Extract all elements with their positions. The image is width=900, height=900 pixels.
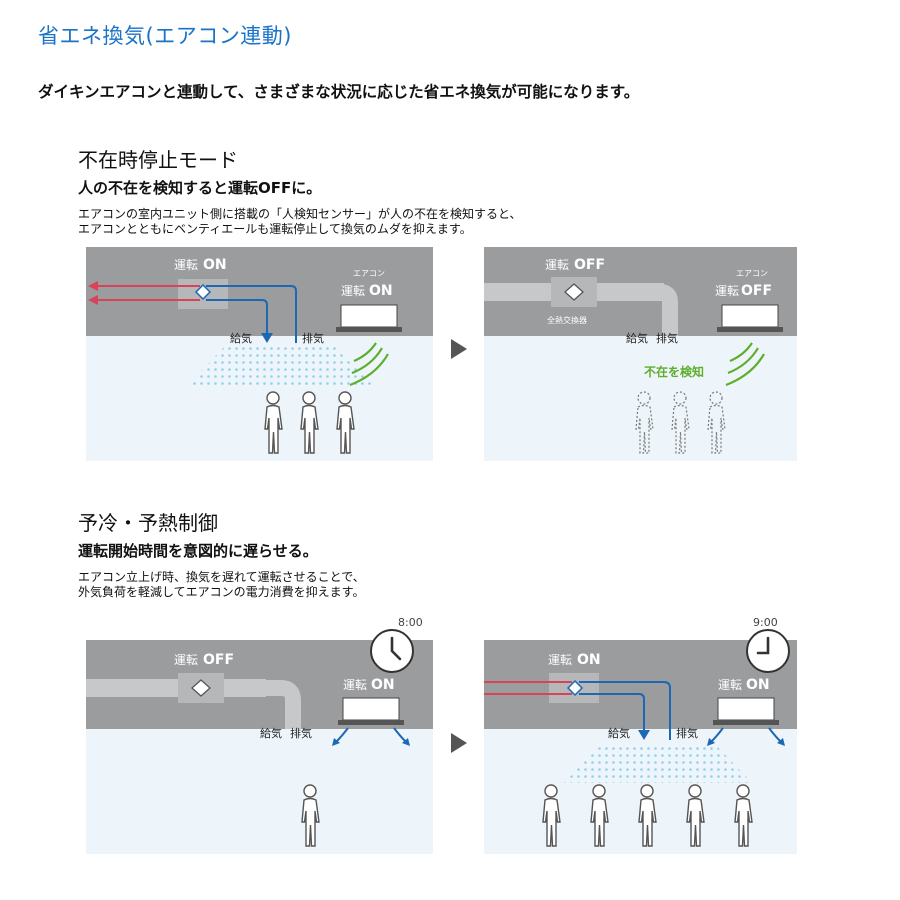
s1-left-panel: 運転 ON エアコン 運転 ON 給気 排気 [86,247,433,461]
next-arrow-icon [451,339,467,359]
exhaust-return-duct [579,681,671,740]
vent-state: OFF [574,257,605,273]
s1-right-panel: 運転 OFF 全熱交換器 エアコン 運転 OFF 給気 排気 不在を検知 [484,247,797,461]
duct-off [634,284,678,336]
supply-label: 給気 [608,726,630,740]
vent-state: OFF [203,652,234,668]
vent-label: 運転 [548,653,572,667]
supply-label: 給気 [626,331,648,345]
ac-state: ON [746,677,770,693]
s2-right-panel: 運転 ON 運転 ON 給気 排気 [484,640,797,854]
section-1-desc-line-2: エアコンとともにベンティエールも運転停止して換気のムダを抑えます。 [78,222,472,236]
clock-icon [746,629,790,673]
ac-state: ON [369,283,393,299]
ac-state: ON [371,677,395,693]
air-conditioner-panel [717,327,783,332]
intro-text: ダイキンエアコンと連動して、さまざまな状況に応じた省エネ換気が可能になります。 [38,83,640,101]
air-conditioner-icon [340,304,398,328]
section-2-subheading: 運転開始時間を意図的に遅らせる。 [78,542,318,560]
exhaust-label: 排気 [656,331,678,345]
supply-arrow-icon [638,730,650,740]
exhaust-label: 排気 [290,726,312,740]
air-conditioner-panel [336,327,402,332]
heat-exchanger-core-icon [566,679,584,697]
air-flow-dots [564,743,752,783]
air-conditioner-panel [713,720,779,725]
vent-state: ON [577,652,601,668]
airflow-arrow-icon [402,738,410,746]
air-conditioner-icon [717,697,775,721]
section-1-description: エアコンの室内ユニット側に搭載の「人検知センサー」が人の不在を検知すると、 エア… [78,207,522,237]
ac-label: 運転 [718,678,742,692]
ac-state: OFF [741,283,772,299]
supply-duct [579,693,645,730]
ac-caption: エアコン [736,269,768,278]
supply-duct [206,299,268,333]
sensor-wave-icon [349,342,389,387]
clock-time-label: 8:00 [398,616,423,629]
exhaust-arrow-icon [88,295,98,305]
heat-exchanger-core-icon [194,283,212,301]
section-2-description: エアコン立上げ時、換気を遅れて運転させることで、 外気負荷を軽減してエアコンの電… [78,570,365,600]
supply-label: 給気 [260,726,282,740]
ac-label: 運転 [341,284,365,298]
ac-label: 運転 [343,678,367,692]
airflow-arrow-icon [332,738,340,746]
vent-label: 運転 [174,258,198,272]
exhaust-return-duct [206,285,297,343]
sensor-wave-icon [725,342,765,387]
air-conditioner-icon [342,697,400,721]
exhaust-label: 排気 [676,726,698,740]
section-2-desc-line-2: 外気負荷を軽減してエアコンの電力消費を抑えます。 [78,585,365,599]
section-1-heading: 不在時停止モード [78,148,238,172]
page-title: 省エネ換気(エアコン連動) [38,24,292,48]
section-1-subheading: 人の不在を検知すると運転OFFに。 [78,179,322,197]
clock-icon [370,629,414,673]
vent-label: 運転 [545,258,569,272]
supply-label: 給気 [230,331,252,345]
heat-exchanger-core-icon [191,679,211,697]
vent-state: ON [203,257,227,273]
detect-label: 不在を検知 [644,364,704,379]
airflow-arrow-icon [777,738,785,746]
heat-exchanger-core-icon [564,283,584,301]
ac-caption: エアコン [353,269,385,278]
air-conditioner-panel [338,720,404,725]
ac-label: 運転 [715,284,739,298]
exhaust-label: 排気 [302,331,324,345]
exhaust-arrow-icon [88,281,98,291]
exchanger-label: 全熱交換器 [547,315,587,325]
section-1-desc-line-1: エアコンの室内ユニット側に搭載の「人検知センサー」が人の不在を検知すると、 [78,207,522,221]
supply-arrow-icon [261,333,273,343]
duct-off [236,680,301,729]
section-2-desc-line-1: エアコン立上げ時、換気を遅れて運転させることで、 [78,570,365,584]
section-2-heading: 予冷・予熱制御 [78,511,218,535]
next-arrow-icon [451,733,467,753]
air-conditioner-icon [721,304,779,328]
air-flow-dots [186,345,376,387]
clock-time-label: 9:00 [753,616,778,629]
vent-label: 運転 [174,653,198,667]
